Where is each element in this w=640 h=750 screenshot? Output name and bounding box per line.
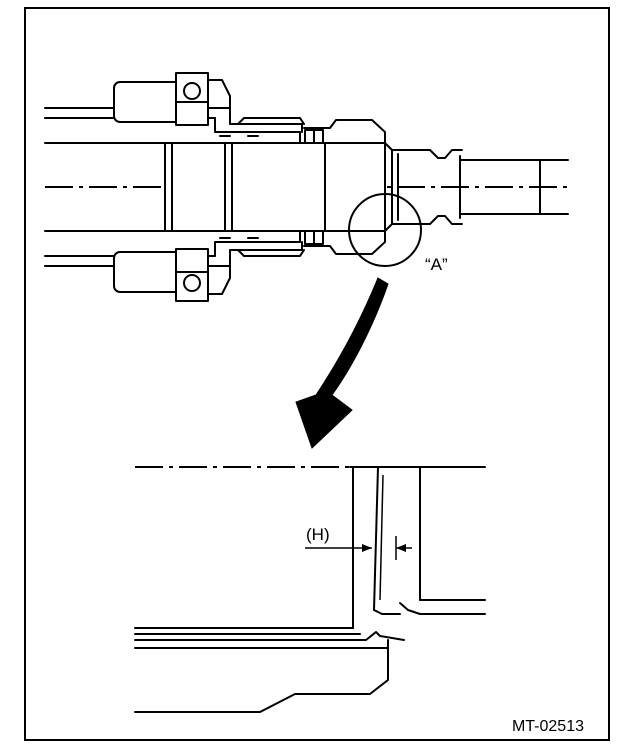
upper-gear-stack [214,107,386,144]
upper-bearing-housing [113,72,231,126]
shaft-assembly-view: “A” [44,72,570,302]
lower-gear-stack [214,230,386,267]
enlarged-detail-a: (H) [134,466,486,713]
figure-code: MT-02513 [512,718,584,735]
figure-frame [24,7,610,741]
callout-label-a: “A” [425,255,448,274]
output-shaft [391,149,569,225]
dimension-label-h: (H) [306,525,330,544]
lower-bearing-housing [113,248,231,302]
detail-circle-a [348,193,422,267]
zoom-arrow [295,277,389,449]
